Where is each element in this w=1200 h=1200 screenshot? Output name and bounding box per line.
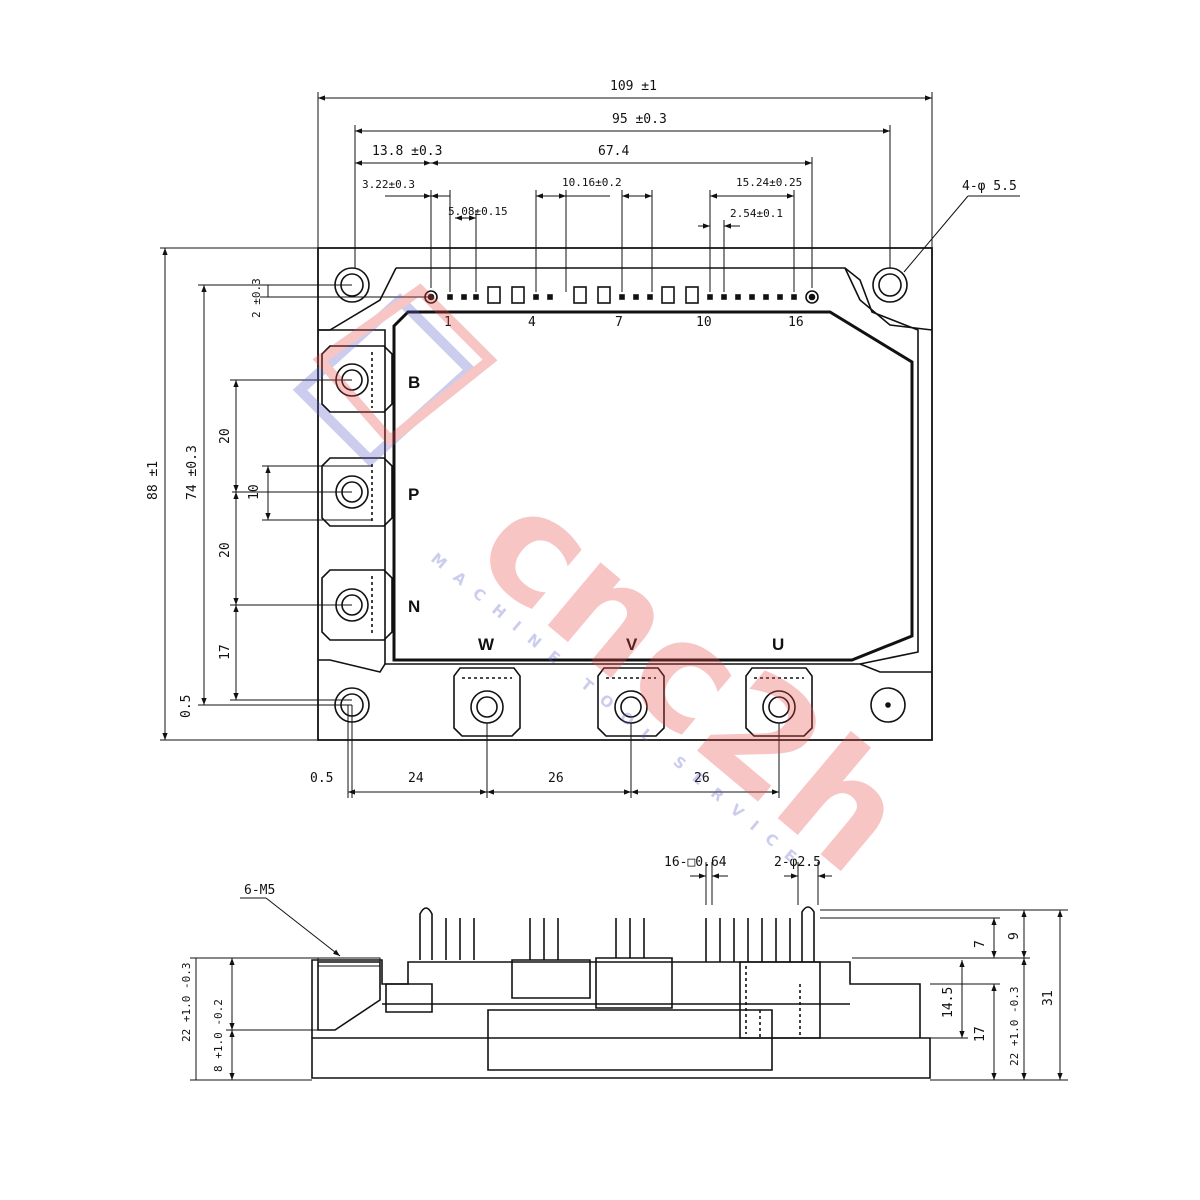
- terminal-n-label: N: [408, 597, 420, 616]
- dim-pin-row-offset: 2 ±0.3: [250, 278, 263, 318]
- dim-overall-width: 109 ±1: [610, 79, 657, 94]
- case-outline: [392, 310, 914, 662]
- dim-left-upper: 22 +1.0 -0.3: [180, 963, 193, 1042]
- dim-hole-dia: 4-φ 5.5: [962, 179, 1017, 194]
- pin-square-label: 16-□0.64: [664, 855, 727, 870]
- top-view: [317, 247, 933, 741]
- dim-housing: 14.5: [941, 987, 956, 1018]
- dim-v-pos: 26: [548, 771, 564, 786]
- pin-number-4: 4: [528, 315, 536, 330]
- side-dimension-lines: [190, 862, 1068, 1081]
- dim-total-height: 31: [1041, 990, 1056, 1006]
- dim-u-pos: 26: [694, 771, 710, 786]
- dim-pin-last-group: 15.24±0.25: [736, 176, 802, 189]
- terminal-p-label: P: [408, 485, 419, 504]
- housing-outline: [318, 267, 919, 665]
- pin-dia-label: 2-φ2.5: [774, 855, 821, 870]
- dim-base-to-pcb: 17: [973, 1026, 988, 1042]
- top-dimension-lines: [160, 92, 1020, 798]
- dim-base-offset-x: 0.5: [310, 771, 333, 786]
- dim-terminal-width: 10: [247, 484, 262, 500]
- dim-overall-height: 88 ±1: [146, 461, 161, 500]
- base-plate-outline: [317, 247, 933, 741]
- dim-mount-pitch: 95 ±0.3: [612, 112, 667, 127]
- screw-label: 6-M5: [244, 883, 275, 898]
- terminal-u-label: U: [772, 635, 784, 654]
- dim-pin-first: 3.22±0.3: [362, 178, 415, 191]
- side-dimension-texts: 6-M5 16-□0.64 2-φ2.5 22 +1.0 -0.3 8 +1.0…: [180, 855, 1056, 1072]
- pin-number-10: 10: [696, 315, 712, 330]
- pin-number-7: 7: [615, 315, 623, 330]
- pin-number-16: 16: [788, 315, 804, 330]
- side-case: [487, 1009, 773, 1071]
- mounting-holes: [318, 267, 933, 723]
- pin-number-1: 1: [444, 315, 452, 330]
- dim-base-offset-y: 0.5: [179, 695, 194, 718]
- terminal-v-label: V: [626, 635, 638, 654]
- dim-right-body: 22 +1.0 -0.3: [1008, 987, 1021, 1066]
- watermark: cnc2h MACHINE TOOL SERVICE: [292, 283, 938, 906]
- terminal-w-label: W: [478, 635, 495, 654]
- dim-pin-offset: 13.8 ±0.3: [372, 144, 442, 159]
- dim-left-lower: 8 +1.0 -0.2: [212, 999, 225, 1072]
- side-base-plate: [311, 1037, 931, 1079]
- dim-pn-spacing: 20: [218, 542, 233, 558]
- terminal-b-label: B: [408, 373, 420, 392]
- dim-pin-pitch-group: 10.16±0.2: [562, 176, 622, 189]
- side-pins: [419, 906, 815, 962]
- dim-w-pos: 24: [408, 771, 424, 786]
- dim-bp-spacing: 20: [218, 428, 233, 444]
- dim-n-to-base: 17: [218, 644, 233, 660]
- side-view: [311, 906, 931, 1079]
- pin-row: [424, 286, 819, 304]
- dim-pin-tip: 7: [973, 940, 988, 948]
- dim-pin-span: 67.4: [598, 144, 629, 159]
- watermark-logo-icon: [292, 283, 498, 467]
- side-housing: [311, 959, 921, 1038]
- top-dimension-texts: 109 ±1 95 ±0.3 13.8 ±0.3 67.4 3.22±0.3 1…: [146, 79, 1017, 786]
- dim-mount-height: 74 ±0.3: [185, 445, 200, 500]
- dim-pin-pitch-b: 2.54±0.1: [730, 207, 783, 220]
- dim-pin-pitch-a: 5.08±0.15: [448, 205, 508, 218]
- dim-pin-total: 9: [1007, 932, 1022, 940]
